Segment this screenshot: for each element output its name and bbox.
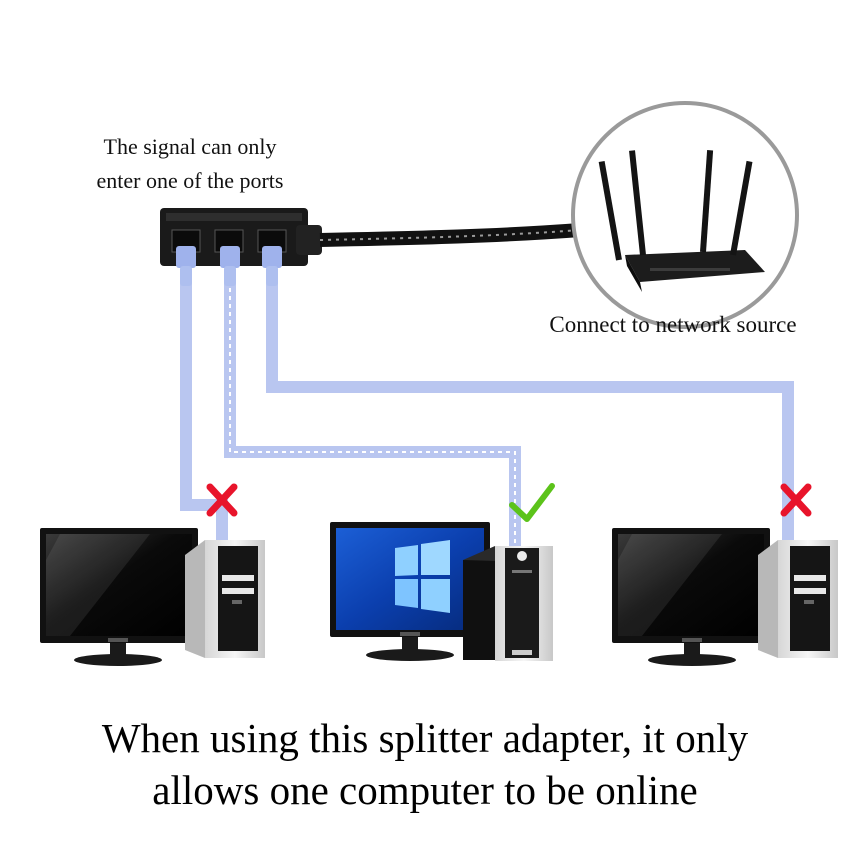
cable-middle — [224, 280, 521, 548]
computer-middle — [330, 483, 555, 661]
cross-icon — [206, 483, 238, 517]
headline-line-2: allows one computer to be online — [152, 767, 698, 813]
monitor-middle — [330, 522, 490, 661]
cable-right — [266, 280, 794, 540]
computer-right — [612, 483, 838, 666]
port-note-line-1: The signal can only — [103, 134, 277, 159]
router-icon — [598, 150, 765, 292]
port-note: The signal can only enter one of the por… — [40, 130, 340, 198]
rj45-plug-2 — [220, 246, 240, 286]
headline: When using this splitter adapter, it onl… — [0, 712, 850, 816]
router-note: Connect to network source — [549, 312, 797, 337]
monitor-right — [612, 528, 770, 666]
cable-left — [180, 280, 228, 545]
cross-icon — [780, 483, 812, 517]
tower-left — [185, 540, 265, 658]
headline-line-1: When using this splitter adapter, it onl… — [101, 715, 749, 761]
check-icon — [509, 483, 555, 522]
monitor-left — [40, 528, 198, 666]
tower-right — [758, 540, 838, 658]
windows-logo-icon — [395, 540, 450, 613]
rj45-plug-3 — [262, 246, 282, 286]
rj45-plug-1 — [176, 246, 196, 286]
router-circle — [571, 101, 799, 329]
tower-middle — [463, 546, 553, 661]
splitter-cable — [319, 223, 581, 247]
splitter-adapter — [160, 208, 581, 286]
port-note-line-2: enter one of the ports — [96, 168, 284, 193]
computer-left — [40, 483, 265, 666]
